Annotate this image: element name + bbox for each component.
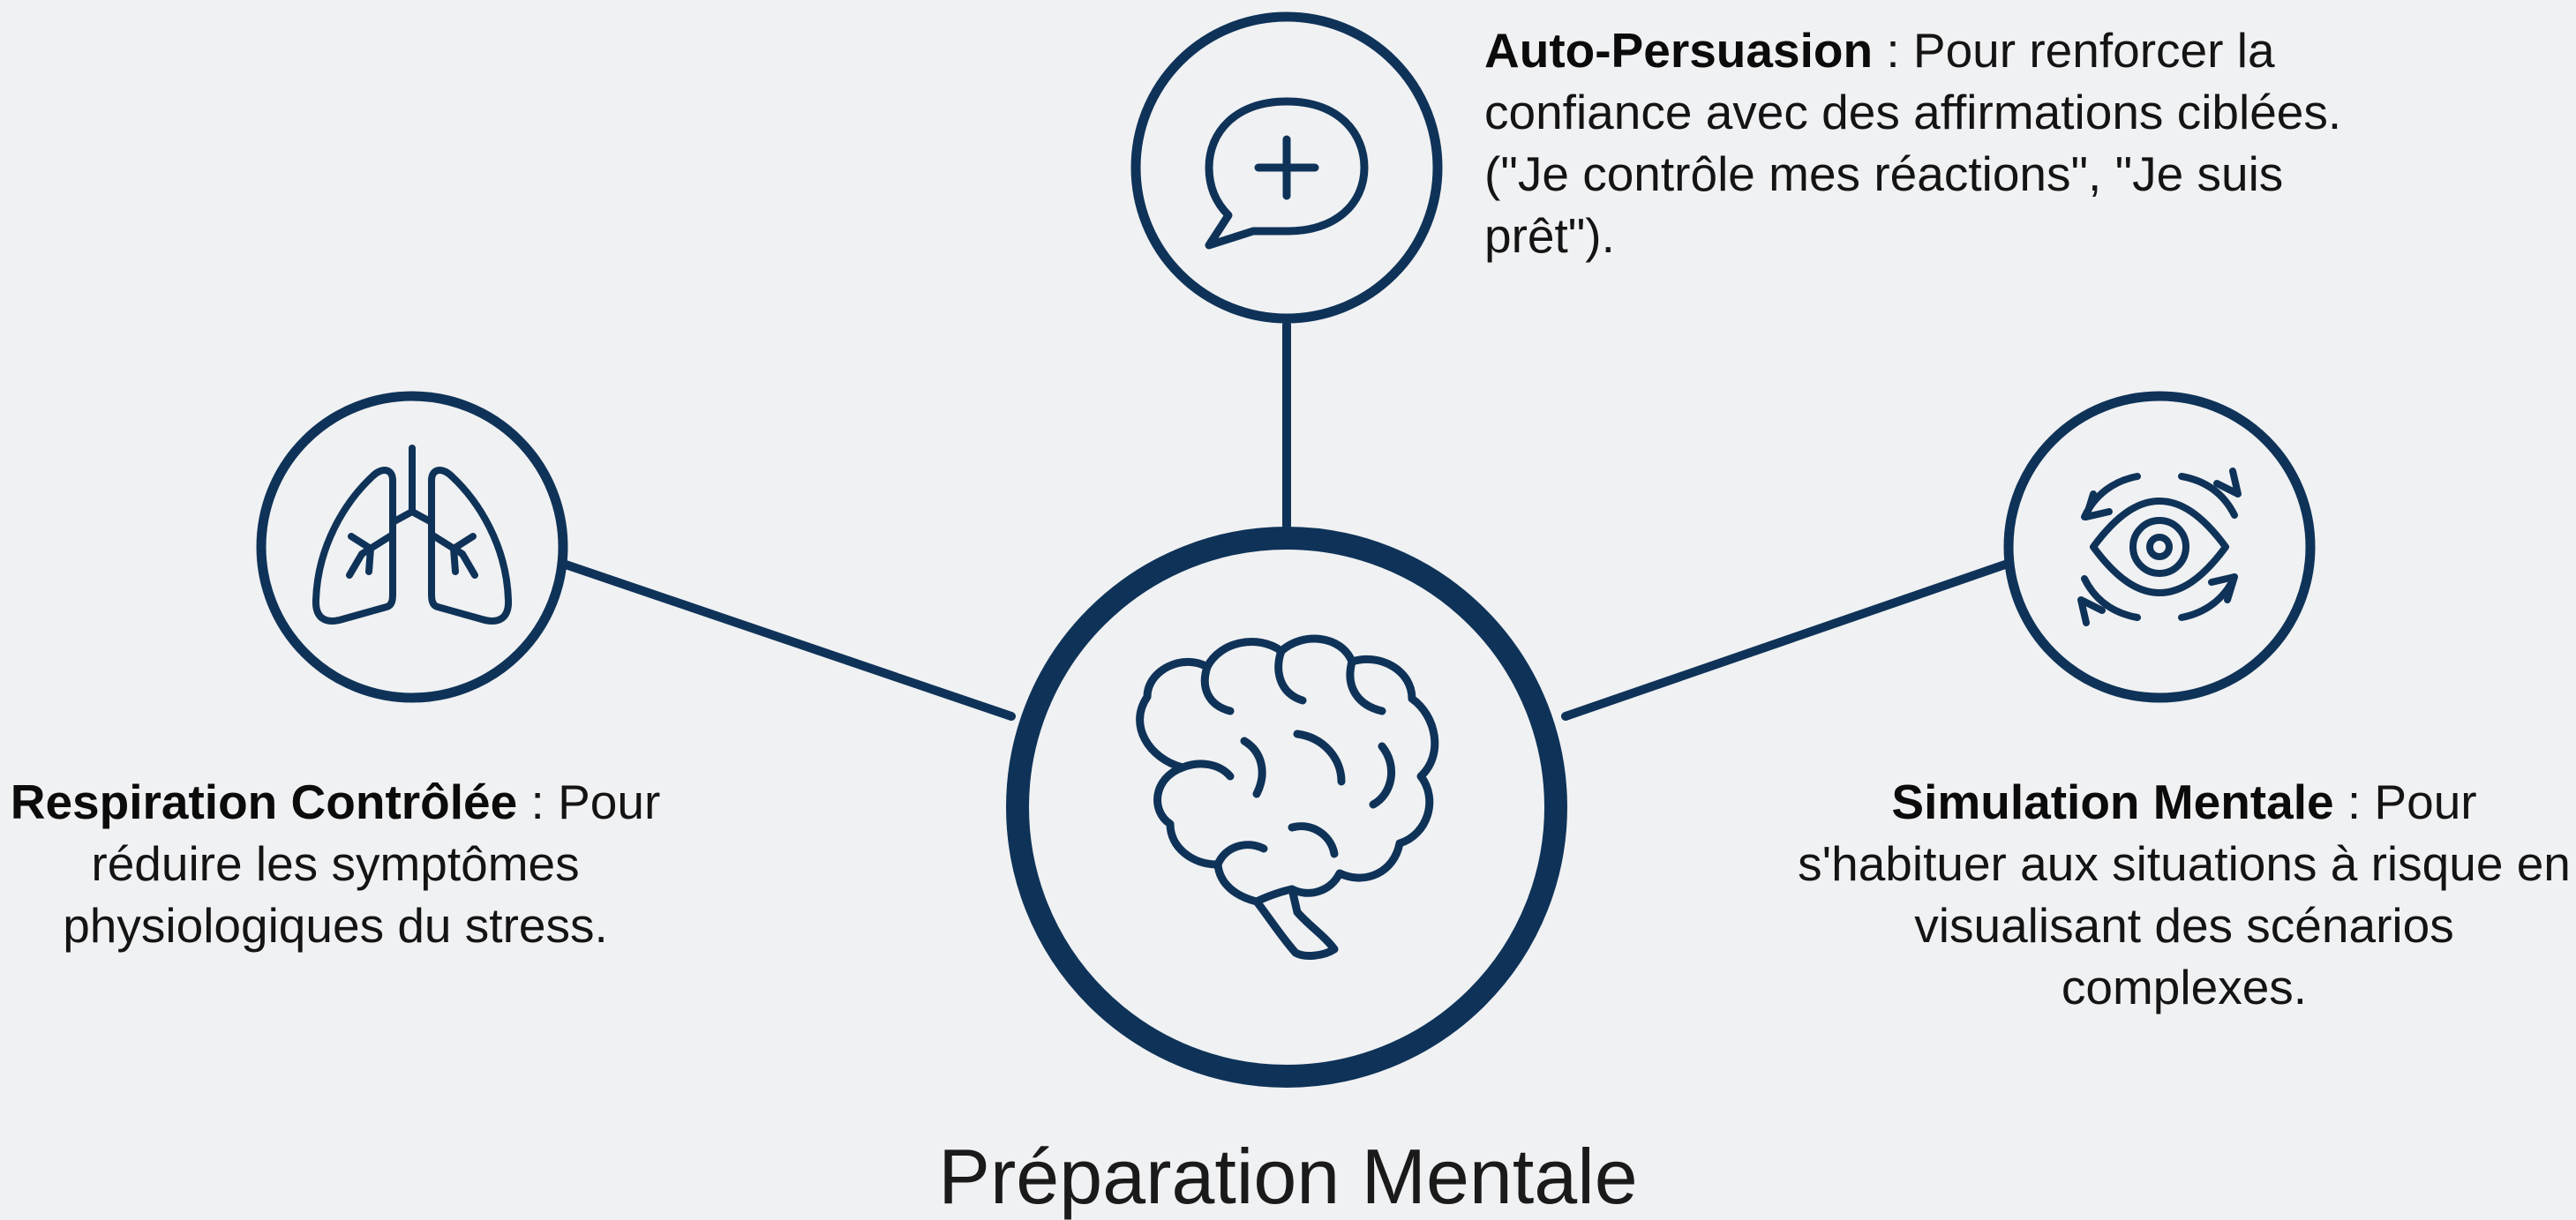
respiration-text: Respiration Contrôlée : Pour réduire les… (0, 771, 671, 956)
center-node-circle (1006, 527, 1567, 1088)
center-title: Préparation Mentale (938, 1133, 1638, 1220)
respiration-title: Respiration Contrôlée (10, 775, 518, 829)
auto-persuasion-description: Pour renforcer la confiance avec des aff… (1484, 23, 2342, 263)
brain-icon (1136, 634, 1439, 960)
simulation-description: Pour s'habituer aux situations à risque … (1798, 775, 2571, 1014)
node-circle-simulation (2003, 391, 2316, 703)
respiration-separator: : (517, 775, 559, 829)
auto-persuasion-separator: : (1873, 23, 1913, 78)
auto-persuasion-title: Auto-Persuasion (1484, 23, 1874, 78)
speech-bubble-plus-icon (1205, 97, 1369, 250)
auto-persuasion-text: Auto-Persuasion : Pour renforcer la conf… (1484, 19, 2367, 266)
simulation-separator: : (2333, 775, 2375, 829)
simulation-title: Simulation Mentale (1891, 775, 2334, 829)
respiration-description: Pour réduire les symptômes physiologique… (63, 775, 661, 953)
connector-left (561, 560, 1016, 721)
simulation-text: Simulation Mentale : Pour s'habituer aux… (1796, 771, 2572, 1018)
lungs-icon (312, 445, 513, 625)
eye-cycle-icon (2077, 468, 2242, 626)
node-circle-respiration (256, 391, 568, 703)
connector-right (1561, 560, 2009, 721)
